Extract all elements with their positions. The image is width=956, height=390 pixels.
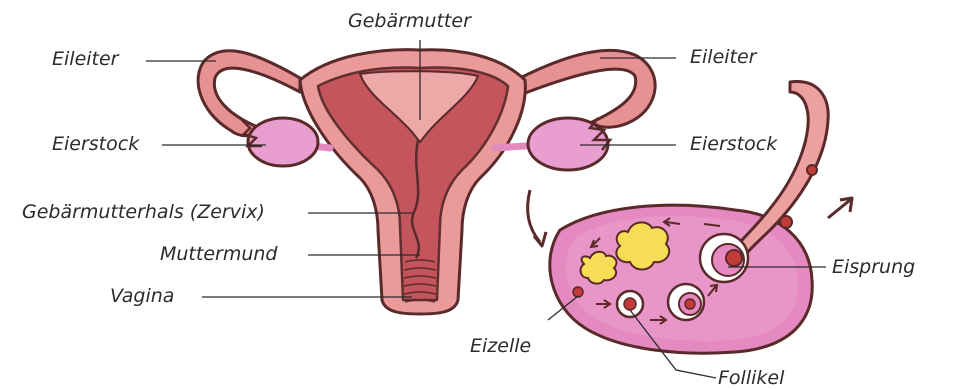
- label-egg: Eizelle: [470, 335, 531, 357]
- follicle-mature: [700, 234, 748, 282]
- label-ovary-right: Eierstock: [690, 133, 777, 155]
- label-ovulation: Eisprung: [832, 256, 915, 278]
- left-ovary: [248, 118, 318, 166]
- follicle-medium: [668, 284, 704, 320]
- label-os: Muttermund: [160, 243, 278, 265]
- label-uterus: Gebärmutter: [348, 10, 471, 32]
- label-cervix: Gebärmutterhals (Zervix): [22, 201, 265, 223]
- right-tube: [520, 50, 655, 127]
- right-ovary: [528, 118, 608, 170]
- label-ovary-left: Eierstock: [52, 133, 139, 155]
- label-vagina: Vagina: [110, 285, 174, 307]
- egg-cell: [573, 287, 583, 297]
- label-tube-right: Eileiter: [690, 46, 756, 68]
- label-tube-left: Eileiter: [52, 48, 118, 70]
- curved-arrow-down: [528, 190, 540, 242]
- label-follicle: Follikel: [718, 367, 784, 389]
- right-ovarian-ligament: [495, 146, 525, 148]
- follicle-small: [617, 291, 643, 317]
